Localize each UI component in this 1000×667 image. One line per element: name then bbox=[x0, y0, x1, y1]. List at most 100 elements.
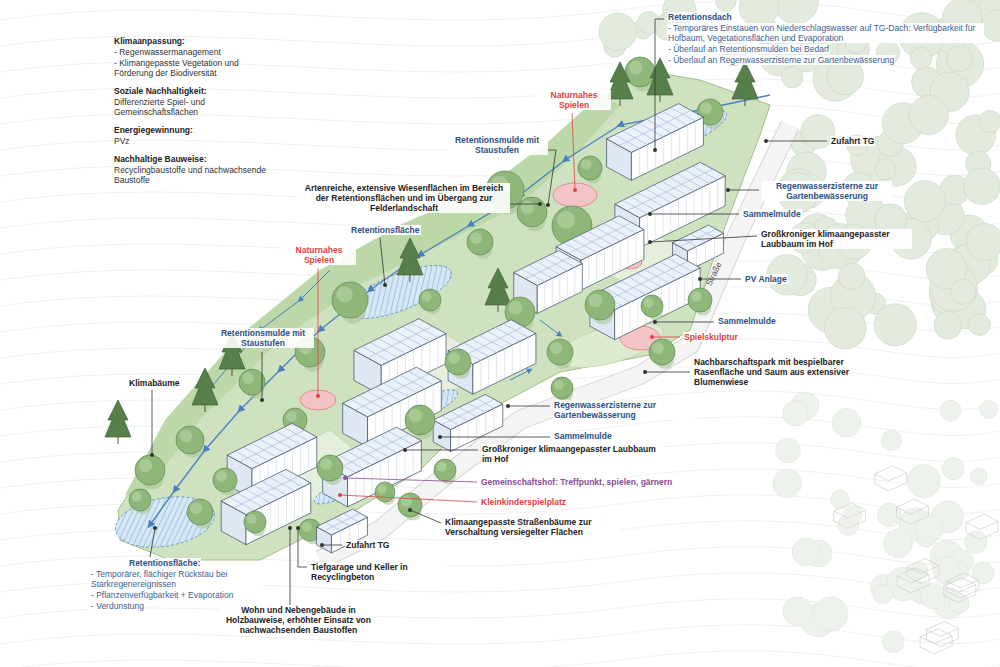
tree-highlight bbox=[286, 411, 297, 422]
contour-line bbox=[0, 651, 1000, 667]
tree bbox=[332, 282, 368, 323]
leader-dot bbox=[403, 448, 407, 452]
roof-ridge bbox=[324, 513, 360, 531]
facade-line bbox=[717, 180, 718, 210]
conifer-crown bbox=[105, 400, 131, 437]
facade-line bbox=[670, 203, 671, 233]
leader-dot bbox=[383, 283, 387, 287]
callout-label: Naturnahes Spielen bbox=[537, 90, 611, 110]
facade-line bbox=[655, 210, 656, 240]
background-tree bbox=[907, 464, 940, 497]
conifer bbox=[732, 62, 758, 106]
facade-line bbox=[308, 441, 309, 471]
flow-line bbox=[200, 270, 330, 400]
background-tree bbox=[638, 11, 660, 33]
tree-crown bbox=[551, 377, 573, 399]
flow-arrow bbox=[540, 320, 560, 335]
tree-highlight bbox=[554, 380, 564, 390]
facade-line bbox=[544, 282, 545, 310]
tree bbox=[445, 349, 471, 379]
building-roof bbox=[514, 251, 583, 286]
tree-highlight bbox=[139, 459, 153, 473]
legend-heading: Soziale Nachhaltigkeit: bbox=[113, 86, 208, 96]
retention-area bbox=[112, 490, 219, 555]
tree-highlight bbox=[644, 298, 654, 308]
leader-dot bbox=[650, 335, 654, 339]
facade-line bbox=[663, 137, 664, 165]
facade-line bbox=[270, 503, 271, 533]
legend-item: Differenzierte Spiel- und Gemeinschaftsf… bbox=[113, 97, 240, 117]
facade-line bbox=[429, 342, 430, 372]
facade-line bbox=[679, 129, 680, 157]
tree-crown bbox=[176, 426, 204, 454]
tree bbox=[547, 339, 573, 369]
roof-ridge bbox=[526, 257, 571, 279]
tree-highlight bbox=[629, 61, 643, 75]
callout-label: Retentionsmulde mit Staustufen bbox=[212, 328, 314, 348]
tree bbox=[239, 369, 265, 399]
background-tree bbox=[942, 458, 964, 480]
leader-dot bbox=[506, 404, 510, 408]
facade-line bbox=[355, 473, 356, 503]
retention-areas bbox=[112, 102, 732, 554]
facade-line bbox=[363, 469, 364, 499]
leader-dot bbox=[653, 148, 657, 152]
background-tree bbox=[716, 0, 736, 12]
background-tree bbox=[970, 468, 987, 485]
background-tree bbox=[881, 430, 901, 450]
facade-line bbox=[400, 401, 401, 431]
leader-dot bbox=[726, 188, 730, 192]
facade-line bbox=[485, 413, 486, 435]
facade-line bbox=[278, 499, 279, 529]
facade-line bbox=[662, 206, 663, 236]
facade-line bbox=[494, 408, 495, 430]
tree-highlight bbox=[652, 342, 664, 354]
background-tree bbox=[773, 0, 819, 24]
leader-dot bbox=[764, 139, 768, 143]
facade-line bbox=[671, 133, 672, 161]
background-house bbox=[947, 573, 979, 598]
background-tree bbox=[949, 593, 969, 613]
leader-dot bbox=[546, 203, 550, 207]
conifer-crown bbox=[732, 62, 758, 99]
background-tree bbox=[776, 438, 801, 463]
facade-line bbox=[696, 246, 697, 266]
leader-dot bbox=[438, 435, 442, 439]
tree-highlight bbox=[242, 372, 254, 384]
contour-line bbox=[0, 625, 1000, 644]
facade-line bbox=[647, 214, 648, 244]
tree-crown bbox=[239, 369, 265, 395]
leader-line bbox=[766, 141, 827, 142]
tree bbox=[641, 295, 663, 320]
facade-line bbox=[528, 337, 529, 367]
buildings-and-trees bbox=[105, 57, 758, 553]
facade-line bbox=[404, 449, 405, 479]
building-roof bbox=[615, 162, 725, 217]
background-house bbox=[897, 568, 929, 593]
facade-line bbox=[512, 345, 513, 375]
leader-line bbox=[545, 150, 556, 205]
facade-line bbox=[559, 274, 560, 302]
facade-line bbox=[476, 417, 477, 439]
legend-item: PVz bbox=[113, 136, 131, 146]
background-tree bbox=[825, 307, 867, 349]
facade-line bbox=[694, 191, 695, 221]
facade-line bbox=[620, 241, 621, 271]
tree-crown bbox=[434, 459, 456, 481]
facade-line bbox=[588, 256, 589, 286]
leader-dot bbox=[648, 212, 652, 216]
tree-crown bbox=[419, 289, 441, 311]
roof-ridge bbox=[234, 476, 299, 508]
tree bbox=[585, 290, 615, 325]
facade-line bbox=[676, 279, 677, 309]
flow-line bbox=[150, 95, 770, 525]
facade-line bbox=[340, 530, 341, 548]
site-area bbox=[118, 70, 770, 560]
building bbox=[221, 469, 311, 544]
leader-line bbox=[340, 495, 477, 502]
tree bbox=[213, 468, 237, 496]
callout-note: - Pflanzenverfügbarkeit + Evaporation bbox=[90, 590, 234, 600]
facade-line bbox=[701, 187, 702, 217]
tree-crown bbox=[213, 468, 237, 492]
tree-highlight bbox=[550, 342, 562, 354]
